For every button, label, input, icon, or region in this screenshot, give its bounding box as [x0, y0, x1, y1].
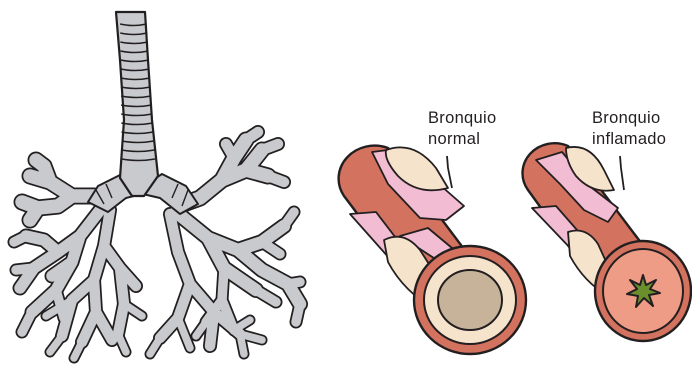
label-inflamed-line2: inflamado — [592, 129, 666, 150]
normal-bronchus-lumen — [438, 270, 502, 330]
inflamed-bronchus — [523, 143, 691, 341]
label-normal-line2: normal — [428, 129, 496, 150]
label-normal-line1: Bronquio — [428, 108, 496, 129]
trachea — [116, 12, 158, 196]
normal-bronchus-pointer — [447, 156, 452, 188]
inflamed-bronchus-pointer — [620, 156, 624, 190]
label-normal-bronchus: Bronquio normal — [428, 108, 496, 150]
label-inflamed-line1: Bronquio — [592, 108, 666, 129]
label-inflamed-bronchus: Bronquio inflamado — [592, 108, 666, 150]
bronchial-tree — [14, 12, 300, 358]
normal-bronchus — [339, 146, 526, 354]
